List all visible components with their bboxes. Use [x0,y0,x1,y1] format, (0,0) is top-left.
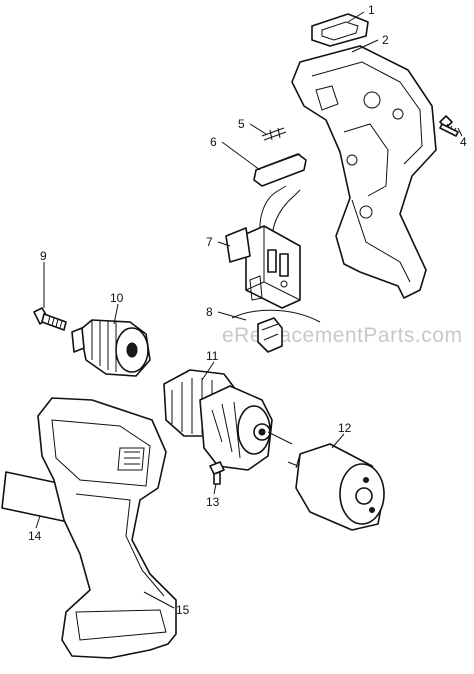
part-7-switch [225,185,301,309]
callout-numbers: 1 2 4 5 6 7 8 9 10 11 12 13 14 15 [28,3,467,617]
part-10-drill-chuck [71,319,151,377]
callout-1: 1 [368,3,375,17]
callout-14: 14 [28,529,42,543]
leader-lines [35,11,463,609]
part-4-screw [439,115,459,137]
part-15-housing-half [37,397,177,659]
part-12-motor [287,443,385,531]
callout-7: 7 [206,235,213,249]
part-9-chuck-screw [33,307,67,331]
callout-13: 13 [206,495,220,509]
callout-9: 9 [40,249,47,263]
callout-12: 12 [338,421,352,435]
part-8-wire-terminal [231,309,321,353]
callout-2: 2 [382,33,389,47]
callout-11: 11 [206,349,219,363]
part-11-gear-assembly [163,369,293,471]
callout-15: 15 [176,603,190,617]
part-1-badge [311,13,369,47]
callout-8: 8 [206,305,213,319]
part-6-lever [253,153,307,187]
part-5-spring [261,127,287,141]
part-13-screw [209,461,225,485]
callout-6: 6 [210,135,217,149]
callout-5: 5 [238,117,245,131]
callout-10: 10 [110,291,124,305]
callout-4: 4 [460,135,467,149]
part-2-housing-half [291,45,437,299]
